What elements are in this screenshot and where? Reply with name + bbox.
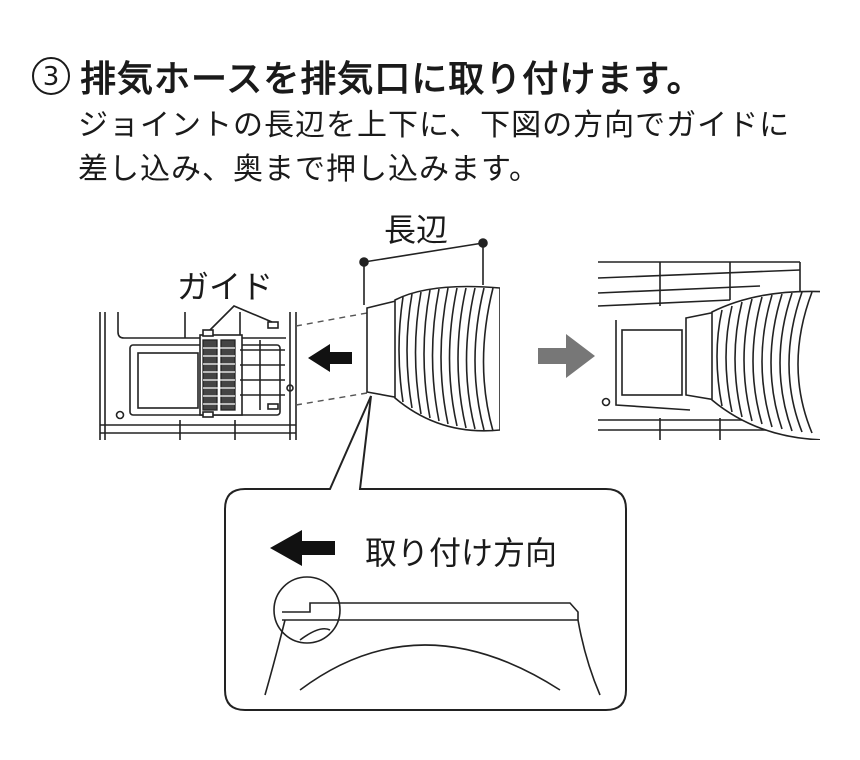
direction-arrow-icon	[270, 530, 335, 566]
long-side-label: 長辺	[384, 211, 449, 249]
unit-installed-right	[597, 261, 820, 440]
installation-direction-label: 取り付け方向	[365, 534, 558, 572]
next-step-arrow-icon	[538, 334, 595, 378]
alignment-dashed-lines	[295, 312, 368, 406]
step-description: ジョイントの長辺を上下に、下図の方向でガイドに 差し込み、奥まで押し込みます。	[78, 104, 790, 192]
step-number: 3	[32, 57, 70, 95]
guide-leader-lines	[209, 305, 273, 331]
hose-with-joint	[366, 285, 500, 432]
long-side-dimension	[359, 238, 488, 305]
detail-callout	[224, 395, 627, 711]
insert-arrow-icon	[308, 344, 352, 372]
step-heading: 3 排気ホースを排気口に取り付けます。	[32, 50, 704, 102]
step-title: 排気ホースを排気口に取り付けます。	[80, 59, 704, 100]
joint-detail-view	[264, 602, 601, 696]
description-line-2: 差し込み、奥まで押し込みます。	[78, 152, 540, 187]
detail-magnifier-circle	[273, 576, 341, 644]
unit-panel-left	[99, 312, 297, 440]
description-line-1: ジョイントの長辺を上下に、下図の方向でガイドに	[78, 108, 791, 143]
guide-label: ガイド	[177, 268, 274, 306]
